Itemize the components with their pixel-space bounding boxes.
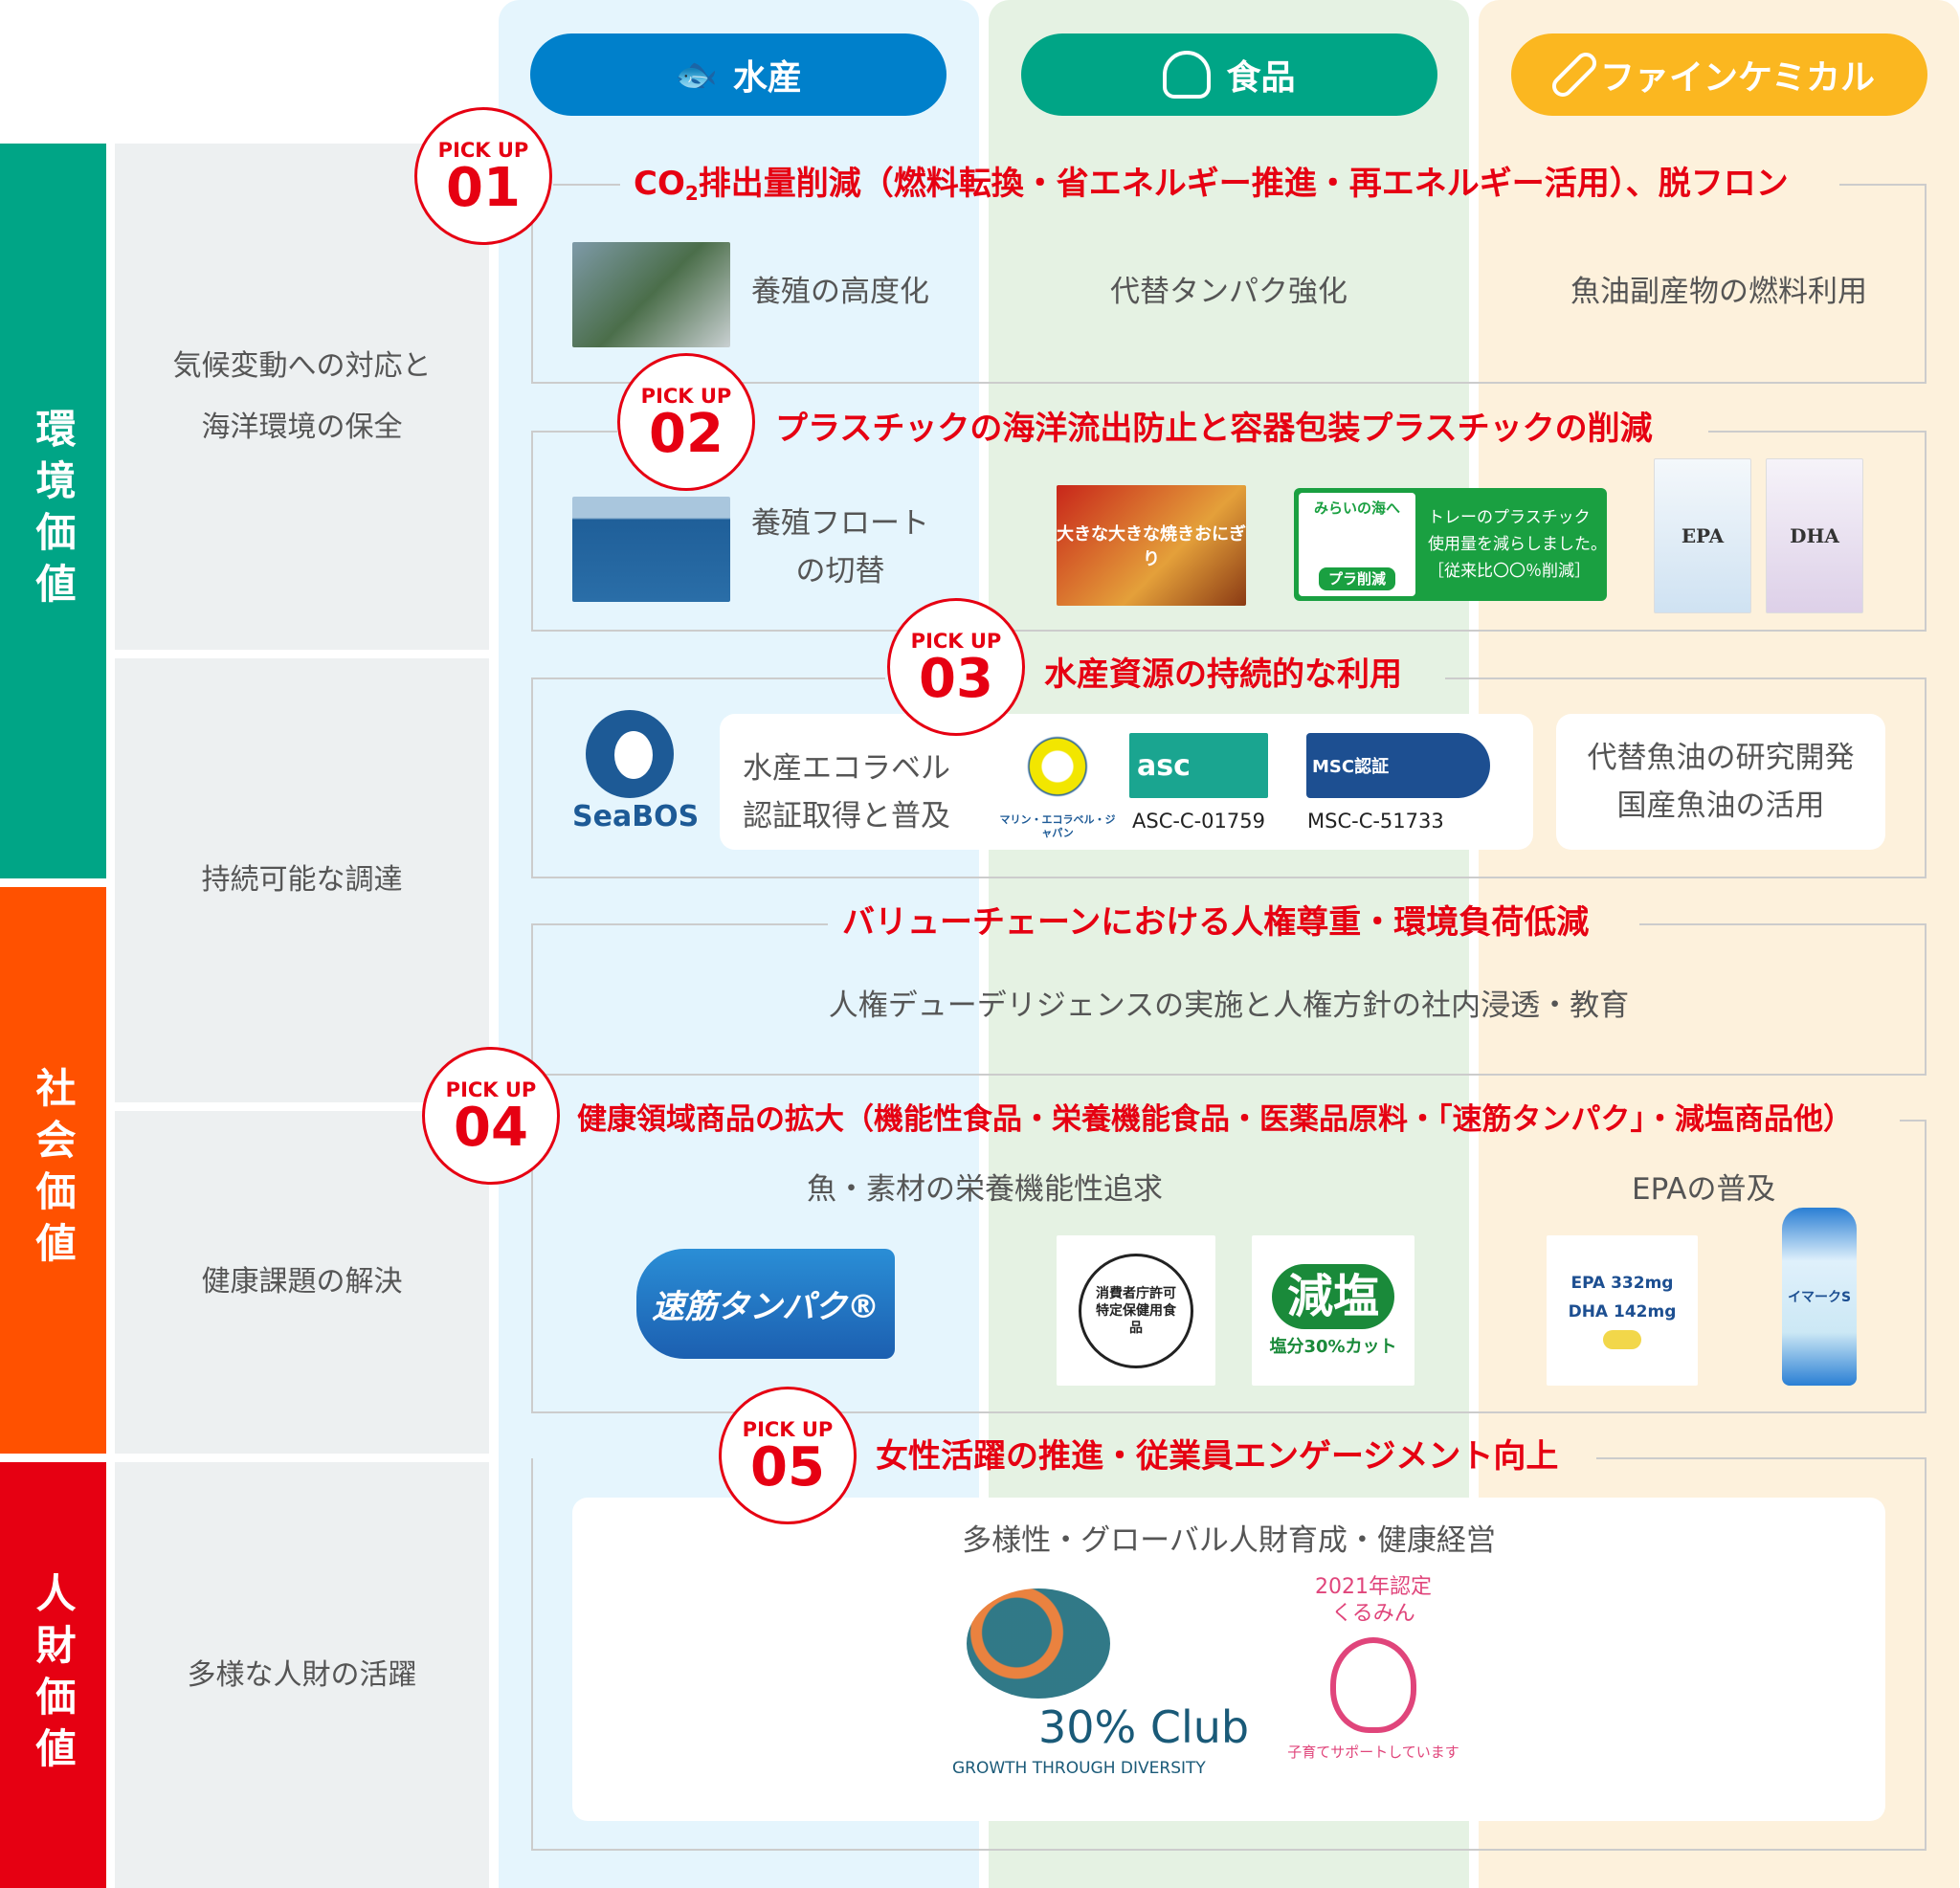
section-title-01: CO2排出量削減（燃料転換・省エネルギー推進・再エネルギー活用）、脱フロン	[634, 165, 1789, 205]
theme-climate: 気候変動への対応と海洋環境の保全	[115, 144, 489, 650]
msc-code: MSC-C-51733	[1307, 810, 1444, 833]
section-title-04: 健康領域商品の拡大（機能性食品・栄養機能食品・医薬品原料・「速筋タンパク」・減塩…	[577, 1102, 1853, 1137]
item-fish-oil-fuel: 魚油副産物の燃料利用	[1570, 275, 1867, 309]
section-02	[531, 432, 1927, 632]
asc-code: ASC-C-01759	[1132, 810, 1265, 833]
seabos-logo: SeaBOS	[572, 710, 699, 844]
dha-supplement-package: DHA	[1766, 458, 1863, 613]
diversity-text: 多様性・グローバル人財育成・健康経営	[962, 1523, 1496, 1558]
epa-text: EPAの普及	[1632, 1172, 1776, 1207]
section-title-02: プラスチックの海洋流出防止と容器包装プラスチックの削減	[775, 410, 1653, 448]
item-alt-protein: 代替タンパク強化	[1110, 275, 1348, 309]
theme-procurement: 持続可能な調達	[115, 658, 489, 1102]
aquaculture-facility-photo	[572, 242, 730, 347]
aquaculture-float-photo	[572, 497, 730, 602]
category-human: 人財価値	[0, 1462, 106, 1888]
asc-logo: asc	[1129, 733, 1268, 798]
marine-eco-label-japan-logo: マリン・エコラベル・ジャパン	[995, 723, 1120, 846]
diversity-card	[572, 1498, 1885, 1821]
section-04	[531, 1121, 1927, 1413]
reduced-salt-logo: 減塩塩分30%カット	[1252, 1235, 1414, 1386]
section-03	[531, 678, 1927, 878]
30-percent-club-logo: 30% Club GROWTH THROUGH DIVERSITY	[947, 1588, 1249, 1780]
theme-health: 健康課題の解決	[115, 1111, 489, 1454]
nutrition-text: 魚・素材の栄養機能性追求	[807, 1172, 1163, 1207]
section-title-human-rights: バリューチェーンにおける人権尊重・環境負荷低減	[842, 903, 1590, 942]
marine-eco-label-japan-text: マリン・エコラベル・ジャパン	[999, 813, 1116, 839]
epa-supplement-package: EPA	[1654, 458, 1751, 613]
sokkin-protein-logo: 速筋タンパク®	[636, 1249, 895, 1359]
section-05	[531, 1458, 1927, 1851]
category-environment: 環境価値	[0, 144, 106, 878]
human-rights-text: 人権デューデリジェンスの実施と人権方針の社内浸透・教育	[828, 988, 1630, 1023]
column-header-fine-chemical: ファインケミカル	[1511, 33, 1927, 116]
imark-drink-bottle: イマークS	[1782, 1208, 1857, 1386]
section-01	[531, 185, 1927, 384]
section-title-05: 女性活躍の推進・従業員エンゲージメント向上	[876, 1437, 1559, 1476]
section-human-rights	[531, 924, 1927, 1076]
msc-logo: MSC認証	[1306, 733, 1490, 798]
fish-oil-text: 代替魚油の研究開発国産魚油の活用	[1587, 741, 1855, 823]
onigiri-icon	[1163, 51, 1212, 99]
ecolabel-text: 水産エコラベル認証取得と普及	[743, 751, 950, 833]
tray-plastic-reduction-label: みらいの海へプラ削減 トレーのプラスチック使用量を減らしました。［従来比〇〇％削…	[1294, 488, 1607, 601]
fish-oil-card	[1556, 714, 1885, 850]
onigiri-package-image: 大きな大きな焼きおにぎり	[1057, 485, 1246, 606]
column-header-fisheries: 🐟水産	[530, 33, 947, 116]
theme-diversity: 多様な人財の活躍	[115, 1462, 489, 1888]
capsule-icon	[1548, 48, 1601, 101]
column-header-food: 食品	[1021, 33, 1437, 116]
kurumin-mark: 2021年認定 くるみん 子育てサポートしています	[1287, 1575, 1459, 1761]
category-social: 社会価値	[0, 887, 106, 1454]
item-float-switch: 養殖フロートの切替	[751, 506, 929, 589]
tokuho-mark: 消費者庁許可 特定保健用食品	[1057, 1235, 1215, 1386]
item-aquaculture: 養殖の高度化	[751, 275, 929, 309]
section-title-03: 水産資源の持続的な利用	[1044, 655, 1402, 694]
fish-icon: 🐟	[675, 56, 718, 95]
